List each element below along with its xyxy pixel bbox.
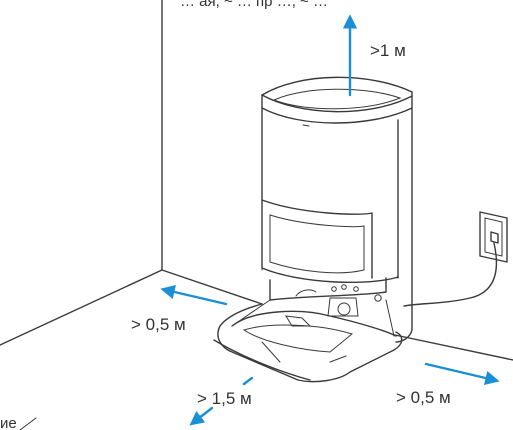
top-caption: … ая, ~ … пр …, ~ … (180, 0, 328, 10)
label-left: > 0,5 м (131, 315, 186, 334)
docking-station (213, 76, 413, 383)
arrow-front-dash (242, 376, 254, 386)
wall-socket (479, 211, 508, 263)
arrow-right (424, 362, 500, 386)
label-top: >1 м (370, 41, 406, 60)
power-cable (403, 242, 498, 307)
label-front: > 1,5 м (197, 389, 252, 408)
label-right: > 0,5 м (396, 388, 451, 407)
corner-text: ие (0, 415, 17, 430)
clearance-arrows (160, 14, 500, 426)
arrow-front (189, 406, 214, 426)
arrow-left (160, 284, 228, 306)
